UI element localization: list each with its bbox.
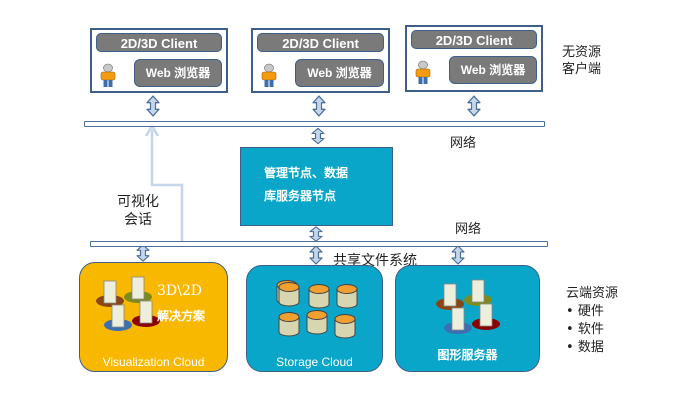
double-arrow-icon xyxy=(451,245,465,265)
cloud-resources-title: 云端资源 xyxy=(566,286,619,301)
web-browser-button: Web 浏览器 xyxy=(295,59,384,87)
client-box-2: 2D/3D Client Web 浏览器 xyxy=(251,28,390,93)
graphics-server-label: 图形服务器 xyxy=(437,348,498,362)
server-cluster-icon xyxy=(436,279,500,334)
cloud-resource-item: • 数据 xyxy=(566,340,604,355)
visual-session-line1: 可视化 xyxy=(117,194,159,210)
double-arrow-icon xyxy=(467,95,481,117)
thin-client-label-line1: 无资源 xyxy=(562,45,602,60)
user-icon xyxy=(415,60,431,84)
double-arrow-icon xyxy=(312,95,326,117)
web-browser-button: Web 浏览器 xyxy=(449,56,537,84)
double-arrow-icon xyxy=(309,226,323,242)
storage-cloud: Storage Cloud xyxy=(246,265,383,372)
visualization-overlay-line2: 解决方案 xyxy=(157,309,206,323)
visual-session-path xyxy=(150,130,184,242)
double-arrow-icon xyxy=(136,244,150,262)
client-title: 2D/3D Client xyxy=(96,33,222,52)
top-network-label: 网络 xyxy=(450,136,477,151)
top-network-bus xyxy=(84,121,545,127)
web-browser-button: Web 浏览器 xyxy=(134,59,222,87)
bottom-network-label: 网络 xyxy=(455,222,482,237)
cloud-resource-item: • 软件 xyxy=(566,322,604,337)
storage-cloud-label: Storage Cloud xyxy=(276,355,353,369)
database-icon xyxy=(276,280,358,339)
user-icon xyxy=(100,63,116,87)
client-title: 2D/3D Client xyxy=(411,30,537,49)
visual-session-label: 可视化 会话 xyxy=(113,193,163,229)
graphics-server-cloud: 图形服务器 xyxy=(395,265,540,372)
bottom-network-bus xyxy=(90,241,548,247)
double-arrow-icon xyxy=(146,95,160,117)
management-node-line2: 库服务器节点 xyxy=(264,189,337,203)
visualization-overlay-line1: 3D\2D xyxy=(157,283,202,299)
client-box-3: 2D/3D Client Web 浏览器 xyxy=(405,25,543,92)
user-icon xyxy=(261,63,277,87)
cloud-resource-item: • 硬件 xyxy=(566,304,604,319)
double-arrow-icon xyxy=(311,127,325,145)
thin-client-label-line2: 客户端 xyxy=(562,62,602,77)
visualization-cloud-label: Visualization Cloud xyxy=(102,355,205,369)
double-arrow-icon xyxy=(309,245,323,265)
server-cluster-icon xyxy=(96,276,160,331)
visualization-cloud: 3D\2D 解决方案 Visualization Cloud xyxy=(79,262,228,372)
thin-client-label: 无资源 客户端 xyxy=(562,44,601,78)
management-node-box: 管理节点、数据 库服务器节点 xyxy=(240,147,393,226)
client-title: 2D/3D Client xyxy=(257,33,384,52)
cloud-resources: 云端资源 • 硬件 • 软件 • 数据 xyxy=(566,285,618,357)
client-box-1: 2D/3D Client Web 浏览器 xyxy=(90,28,228,93)
management-node-line1: 管理节点、数据 xyxy=(264,166,349,180)
visual-session-line2: 会话 xyxy=(124,212,152,228)
